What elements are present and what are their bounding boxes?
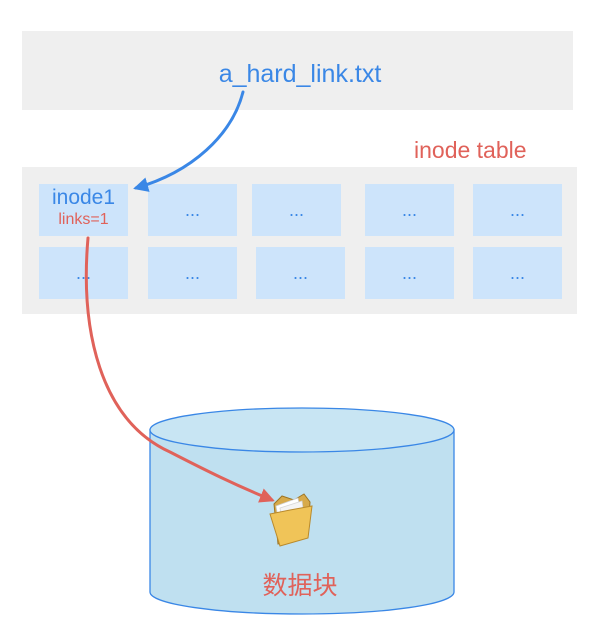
- inode-cell-placeholder: ...: [509, 199, 525, 220]
- inode-cell: ...: [473, 184, 562, 236]
- inode-cell-inode1: inode1 links=1: [39, 184, 128, 236]
- inode-cell-placeholder: ...: [401, 199, 417, 220]
- inode-table-label: inode table: [414, 137, 527, 163]
- inode-cell: ...: [365, 247, 454, 299]
- inode-cell-placeholder: ...: [509, 262, 525, 283]
- inode-cell: ...: [473, 247, 562, 299]
- inode-cell: ...: [148, 184, 237, 236]
- inode-cell: ...: [252, 184, 341, 236]
- inode-cell: ...: [148, 247, 237, 299]
- inode-link-count: links=1: [58, 211, 109, 228]
- inode-cell-placeholder: ...: [401, 262, 417, 283]
- inode-cell-placeholder: ...: [292, 262, 308, 283]
- filename-to-inode-arrow: [133, 90, 245, 192]
- inode-name: inode1: [51, 186, 116, 209]
- inode-cell: ...: [365, 184, 454, 236]
- file-name-bar: [22, 31, 573, 110]
- inode-cell: ...: [256, 247, 345, 299]
- data-block-label: 数据块: [262, 572, 338, 600]
- hard-link-filename: a_hard_link.txt: [218, 60, 382, 88]
- inode-to-data-arrow: [84, 236, 275, 503]
- inode-cell-placeholder: ...: [184, 199, 200, 220]
- inode-cell-placeholder: ...: [184, 262, 200, 283]
- inode-table: inode1 links=1 ... ... ... ... ... ... .…: [22, 167, 577, 314]
- folder-icon: [269, 493, 313, 547]
- inode-cell-placeholder: ...: [288, 199, 304, 220]
